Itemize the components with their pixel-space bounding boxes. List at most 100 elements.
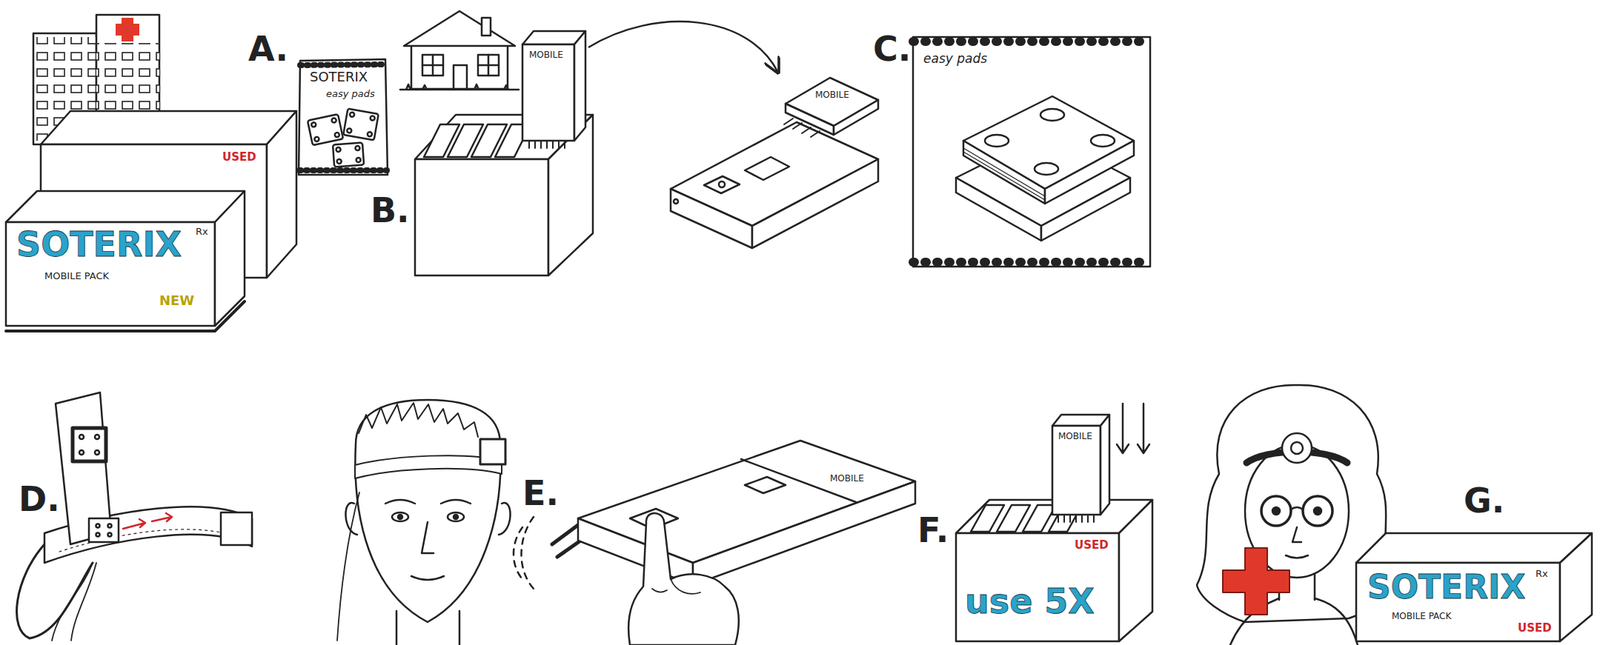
cartridge-part bbox=[522, 44, 575, 141]
cartridge bbox=[522, 31, 586, 149]
pad-bag-part bbox=[963, 140, 1045, 204]
head-part bbox=[453, 515, 458, 520]
pad-bag bbox=[298, 59, 388, 175]
stimulator-device-part bbox=[718, 181, 725, 188]
head-part bbox=[358, 403, 478, 438]
cartridge-part bbox=[1052, 426, 1101, 516]
used-pack-part bbox=[40, 111, 297, 145]
cartridge-label: MOBILE bbox=[1058, 432, 1093, 443]
head-part bbox=[397, 515, 403, 520]
stimulator-device-part bbox=[833, 100, 879, 135]
stimulator-device-part bbox=[784, 118, 820, 138]
head-part bbox=[480, 439, 506, 465]
house-part bbox=[481, 17, 491, 36]
used-pack-part bbox=[1356, 533, 1592, 564]
product-name: easy pads bbox=[923, 51, 988, 67]
pad-bag-part-part bbox=[307, 114, 344, 146]
pad-bag-part-part bbox=[343, 108, 379, 141]
house-part bbox=[477, 54, 499, 76]
doctor-part bbox=[1261, 496, 1291, 527]
doctor-part bbox=[1272, 507, 1280, 516]
headgear-part bbox=[220, 512, 252, 546]
headgear-part bbox=[88, 518, 119, 543]
cartridge-label: MOBILE bbox=[815, 90, 850, 101]
doctor-part bbox=[1313, 507, 1322, 516]
down-arrow bbox=[1116, 403, 1150, 454]
headgear-part bbox=[108, 533, 112, 538]
house-part bbox=[403, 11, 516, 46]
headgear-part bbox=[96, 533, 101, 538]
cartridge: MOBILE bbox=[522, 31, 586, 143]
head-part bbox=[447, 512, 464, 522]
stimulator-device-part bbox=[704, 176, 740, 194]
stimulator-device-part bbox=[692, 481, 916, 586]
product-name: MOBILE PACK bbox=[1391, 612, 1452, 623]
head-part bbox=[421, 522, 434, 554]
pad-bag-part bbox=[307, 114, 344, 146]
stimulator-device: MOBILE bbox=[576, 437, 918, 587]
status-tag: NEW bbox=[159, 293, 195, 310]
pad-bag-part bbox=[963, 148, 1045, 201]
hospital-part bbox=[115, 17, 140, 42]
panel-letter: A. bbox=[248, 29, 289, 69]
pad-bag-part-part bbox=[314, 136, 320, 142]
head-part bbox=[345, 503, 510, 536]
house bbox=[400, 11, 519, 90]
flow-arrow bbox=[588, 21, 779, 73]
mobile-pack-box: SOTERIXRxMOBILE PACKUSED bbox=[1356, 533, 1592, 644]
status-tag: USED bbox=[1517, 622, 1552, 636]
down-arrow-part bbox=[1116, 403, 1129, 454]
stimulator-device bbox=[670, 77, 879, 249]
panel-letter: E. bbox=[522, 474, 559, 514]
pad-bag-part bbox=[299, 167, 387, 174]
cartridge-tray-part bbox=[1119, 500, 1153, 642]
stimulator-device-part bbox=[578, 518, 693, 586]
panel-letter: B. bbox=[370, 191, 410, 231]
pad-bag-part bbox=[1040, 108, 1065, 121]
stimulator-device-part bbox=[513, 527, 523, 580]
stimulator-device: MOBILE bbox=[666, 74, 881, 251]
pad-bag-part-part bbox=[336, 159, 341, 164]
headgear bbox=[17, 392, 252, 642]
cartridge-label: MOBILE bbox=[830, 474, 865, 485]
pad-bag-part-part bbox=[354, 145, 360, 151]
cartridge: MOBILE bbox=[1052, 415, 1111, 519]
headgear-part bbox=[108, 524, 112, 529]
stimulator-device-part bbox=[670, 188, 753, 249]
doctor-part bbox=[1282, 433, 1312, 464]
house-part bbox=[453, 65, 467, 89]
stimulator-device bbox=[513, 440, 916, 645]
headgear-part bbox=[123, 513, 172, 530]
status-tag: USED bbox=[1074, 539, 1109, 553]
used-pack-part bbox=[1356, 563, 1560, 642]
down-arrow-part bbox=[1137, 403, 1150, 454]
house-part bbox=[477, 54, 499, 76]
pad-bag-part-part bbox=[335, 147, 341, 152]
pad-bag-part bbox=[332, 143, 364, 168]
used-pack bbox=[1356, 533, 1592, 642]
used-pack-box: USED bbox=[40, 111, 297, 278]
panel-letter: G. bbox=[1463, 481, 1505, 521]
pad-bag-part-part bbox=[369, 115, 375, 121]
headgear-part bbox=[51, 563, 97, 642]
brand-name: SOTERIX bbox=[1367, 569, 1526, 607]
used-pack-part bbox=[266, 111, 297, 278]
used-pack-part bbox=[1559, 533, 1592, 642]
stimulator-device-part bbox=[744, 157, 790, 181]
pad-bag-part bbox=[298, 59, 388, 175]
pad-bag-part bbox=[963, 96, 1134, 189]
pad-bag-part bbox=[300, 64, 386, 66]
product-name: MOBILE PACK bbox=[44, 271, 109, 283]
head-part bbox=[396, 611, 460, 645]
doctor-part bbox=[1290, 507, 1303, 510]
brand-name: SOTERIX bbox=[16, 225, 182, 265]
doctor-part bbox=[1292, 527, 1302, 543]
pad-bag-part bbox=[343, 108, 379, 141]
headgear-part bbox=[72, 428, 106, 462]
cartridge bbox=[1052, 415, 1110, 523]
illustration-part bbox=[5, 11, 1592, 645]
doctor-part bbox=[1290, 442, 1303, 455]
